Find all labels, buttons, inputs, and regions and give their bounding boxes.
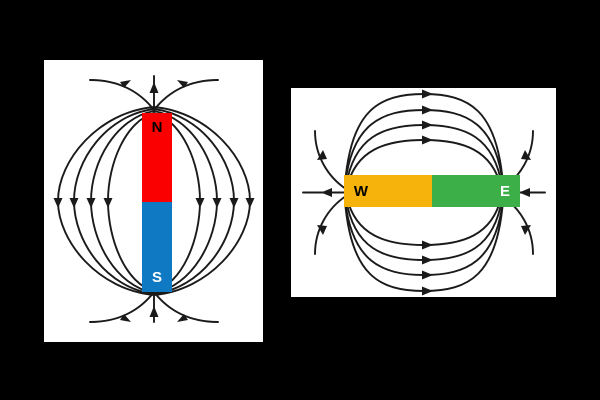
arrowhead-left-upper — [317, 150, 327, 160]
field-line-bottom-2 — [345, 198, 503, 261]
arrowhead-left-axis — [321, 188, 332, 197]
horizontal-magnet-panel: W E — [291, 88, 556, 297]
arrowhead-bottom-2 — [422, 255, 433, 265]
arrowhead-left-lower — [317, 225, 327, 235]
horizontal-bar-magnet: W E — [344, 175, 520, 207]
arrowhead-right-4 — [245, 198, 255, 208]
east-pole-label: E — [500, 183, 510, 200]
south-pole-label: S — [152, 269, 162, 286]
arrowhead-right-2 — [212, 198, 222, 208]
arrowhead-top-2 — [422, 120, 433, 130]
arrowhead-bottom-1 — [422, 240, 433, 250]
arrowhead-bottom-3 — [422, 270, 433, 280]
arrowhead-left-4 — [53, 198, 63, 208]
arrowhead-axis-top — [149, 82, 159, 93]
vertical-bar-magnet: N S — [142, 113, 172, 292]
arrowhead-left-3 — [69, 198, 79, 208]
arrowhead-top-4 — [422, 89, 433, 99]
field-line-left-lower — [314, 195, 347, 255]
field-line-left-upper — [314, 130, 347, 190]
south-pole-block — [142, 202, 172, 292]
arrowhead-top-right — [177, 80, 188, 88]
east-pole-block — [432, 175, 520, 207]
field-line-top-right-outer — [153, 79, 219, 111]
north-pole-block — [142, 113, 172, 202]
north-pole-label: N — [152, 119, 163, 136]
field-line-bottom-right-outer — [153, 291, 219, 323]
arrowhead-bottom-left — [120, 314, 131, 322]
arrowhead-right-lower — [521, 225, 531, 235]
arrowhead-right-3 — [229, 198, 239, 208]
arrowhead-right-1 — [195, 198, 205, 208]
arrowhead-top-3 — [422, 105, 433, 115]
arrowhead-top-left — [120, 80, 131, 88]
west-pole-block — [344, 175, 432, 207]
vertical-magnet-panel: N S — [44, 60, 263, 342]
west-pole-label: W — [354, 183, 369, 200]
vertical-field-arrowheads — [53, 80, 255, 322]
arrowhead-axis-bottom — [149, 306, 159, 317]
field-line-top-left-outer — [89, 79, 155, 111]
field-line-bottom-3 — [344, 199, 504, 276]
horizontal-field-arrowheads — [317, 89, 531, 296]
arrowhead-right-axis — [519, 188, 530, 197]
arrowhead-left-2 — [86, 198, 96, 208]
arrowhead-bottom-4 — [422, 286, 433, 296]
arrowhead-bottom-right — [177, 314, 188, 322]
field-line-top-3 — [344, 109, 504, 186]
arrowhead-left-1 — [103, 198, 113, 208]
horizontal-field-diagram: W E — [302, 89, 546, 296]
vertical-field-diagram: N S — [53, 75, 255, 323]
arrowhead-top-1 — [422, 135, 433, 145]
arrowhead-right-upper — [521, 150, 531, 160]
field-line-bottom-left-outer — [89, 291, 155, 323]
